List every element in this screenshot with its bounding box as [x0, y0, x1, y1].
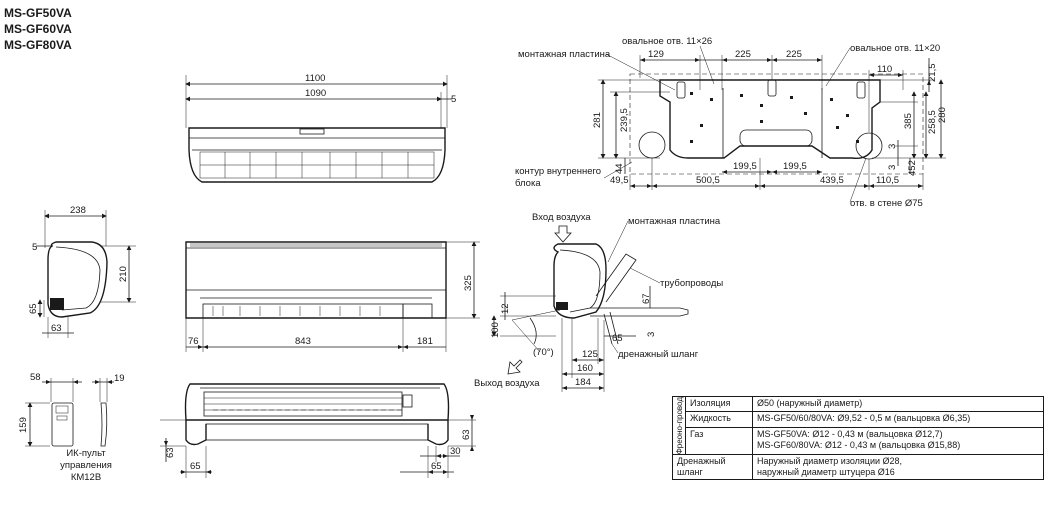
dim-remote-width: 58: [30, 372, 41, 383]
section-view: Вход воздуха монтажная пластина трубопро…: [474, 212, 723, 392]
spec-row-name: Газ: [685, 426, 753, 456]
dim-bottom-65-left: 65: [190, 461, 201, 472]
dim-mount-small: 3: [887, 165, 898, 170]
dim-side-offset: 5: [32, 242, 37, 253]
spec-row-value: MS-GF50VA: Ø12 - 0,43 м (вальцовка Ø12,7…: [757, 428, 943, 439]
dim-section: 184: [575, 377, 591, 388]
dim-mount-top: 225: [786, 49, 802, 60]
dim-mount-small: 3: [887, 144, 898, 149]
spec-row-name: Изоляция: [685, 395, 753, 413]
spec-row-value-multi: Наружный диаметр изоляции Ø28, наружный …: [752, 454, 1044, 481]
dim-mount-top: 225: [735, 49, 751, 60]
dim-remote-depth: 19: [114, 373, 125, 384]
spec-side-cell: Фреоно-провод: [672, 395, 686, 456]
dim-mount-small: 44: [614, 163, 625, 174]
dim-rear-middle: 843: [295, 336, 311, 347]
spec-row-value: MS-GF50/60/80VA: Ø9,52 - 0,5 м (вальцовк…: [752, 411, 1044, 428]
dim-rear-right: 181: [417, 336, 433, 347]
dim-height: 325: [463, 275, 474, 291]
dim-bottom-30: 30: [450, 446, 461, 457]
dim-height-upper: 210: [118, 266, 129, 282]
dim-bottom-left: 63: [165, 447, 176, 458]
remote-caption: ИК-пульт управления КМ12В: [60, 448, 112, 483]
spec-row-value-multi: MS-GF50VA: Ø12 - 0,43 м (вальцовка Ø12,7…: [752, 426, 1044, 456]
dim-bottom-65-right: 65: [431, 461, 442, 472]
dim-mount-bottom: 199,5: [783, 161, 807, 172]
dim-mount-left: 239,5: [619, 108, 630, 132]
model-name: MS-GF80VA: [4, 38, 72, 52]
dim-mount-bottom: 110,5: [876, 175, 899, 186]
dim-mount-top: 21,5: [927, 64, 938, 83]
spec-row-value: MS-GF60/80VA: Ø12 - 0,43 м (вальцовка Ø1…: [757, 439, 961, 450]
dim-section: 67: [641, 293, 652, 304]
spec-row-value: Наружный диаметр изоляции Ø28,: [757, 456, 903, 467]
model-list: MS-GF50VA MS-GF60VA MS-GF80VA: [4, 5, 72, 53]
dim-remote-height: 159: [18, 417, 29, 433]
dim-section: 65: [612, 333, 623, 344]
spec-side-label: Фреоно-провод: [674, 397, 684, 455]
spec-row-value: Ø50 (наружный диаметр): [752, 395, 1044, 413]
front-view: 1100 1090 5: [185, 73, 456, 183]
dim-section: 12: [500, 303, 511, 314]
dim-mount-bottom: 500,5: [696, 175, 720, 186]
remote-view: 58 19 159 ИК-пульт управления КМ12В: [18, 372, 125, 483]
label-wall-hole: отв. в стене Ø75: [850, 198, 923, 209]
dim-mount-small: 452: [907, 160, 918, 176]
dim-width-body: 1090: [305, 88, 326, 99]
label-plate: монтажная пластина: [518, 49, 611, 60]
spec-table: Фреоно-провод Изоляция Ø50 (наружный диа…: [672, 395, 1044, 481]
dim-pipe-offset: 63: [51, 323, 62, 334]
rear-view: 325 76 843 181: [185, 241, 480, 352]
spec-row-value: наружный диаметр штуцера Ø16: [757, 467, 895, 478]
side-view: 238 5 210 65 63: [28, 205, 136, 338]
model-name: MS-GF50VA: [4, 6, 72, 20]
model-name: MS-GF60VA: [4, 22, 72, 36]
dim-mount-bottom: 49,5: [610, 175, 629, 186]
dim-section: 125: [582, 349, 598, 360]
dim-mount-bottom: 199,5: [733, 161, 757, 172]
dim-mount-top: 110: [877, 64, 892, 75]
spec-row-name: Жидкость: [685, 411, 753, 428]
dim-depth: 238: [70, 205, 86, 216]
label-section-plate: монтажная пластина: [628, 216, 721, 227]
dim-width-total: 1100: [305, 73, 325, 84]
label-oval-hole-1: овальное отв. 11×26: [622, 36, 712, 47]
dim-rear-left: 76: [188, 336, 199, 347]
dim-section: 100: [490, 322, 501, 338]
mounting-plate-view: 129 225 225 110 21,5 монтажная пластина …: [515, 36, 948, 209]
dim-mount-left: 281: [592, 112, 603, 128]
dim-section: 160: [577, 363, 593, 374]
dim-mount-right: 258,5: [927, 110, 938, 134]
dim-section: 3: [646, 332, 657, 337]
dim-mount-right: 385: [903, 113, 914, 129]
label-pipes: трубопроводы: [660, 278, 723, 289]
label-air-out: Выход воздуха: [474, 378, 540, 389]
label-drain: дренажный шланг: [618, 349, 699, 360]
label-contour: контур внутреннего блока: [515, 166, 602, 189]
label-oval-hole-2: овальное отв. 11×20: [850, 43, 940, 54]
spec-row-name: Дренажный шланг: [672, 454, 753, 481]
dim-bottom-right: 63: [461, 429, 472, 440]
dim-angle: (70°): [533, 347, 554, 358]
dim-mount-bottom: 439,5: [820, 175, 844, 186]
dim-offset: 5: [451, 94, 456, 105]
dim-bottom: 65: [28, 303, 39, 314]
dim-mount-right: 280: [937, 107, 948, 123]
dim-mount-top: 129: [648, 49, 664, 60]
label-air-in: Вход воздуха: [532, 212, 591, 223]
bottom-view: 63 63 65 65 30: [160, 383, 476, 478]
